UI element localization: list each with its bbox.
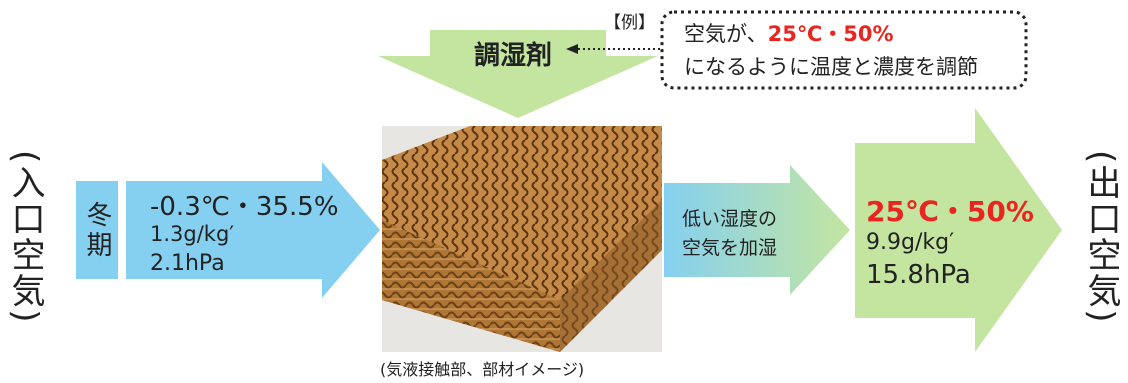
inlet-vapor-pressure: 2.1hPa <box>150 251 225 276</box>
example-line1-emphasis: 25℃・50% <box>767 22 894 46</box>
outlet-arrow-shape <box>855 108 1062 352</box>
example-line1: 空気が、25℃・50% <box>684 18 894 48</box>
outlet-label: (出口空気) <box>1081 150 1121 325</box>
connector-arrowhead <box>566 44 578 54</box>
outlet-absolute-humidity: 9.9g/kg′ <box>866 230 955 255</box>
winter-box: 冬期 <box>76 181 118 279</box>
outlet-vapor-pressure: 15.8hPa <box>866 260 971 290</box>
outlet-temp-humidity: 25℃・50% <box>866 195 1034 228</box>
inlet-label: (入口空気) <box>5 150 45 325</box>
example-line2: になるように温度と濃度を調節 <box>684 55 978 79</box>
process-arrow-shape <box>664 165 850 295</box>
process-line1: 低い湿度の <box>682 208 778 230</box>
inlet-temp-humidity: -0.3℃・35.5% <box>150 192 339 222</box>
agent-arrow-shape <box>378 30 658 118</box>
material-photo <box>382 126 662 352</box>
inlet-arrow-shape <box>126 162 380 298</box>
agent-label: 調湿剤 <box>474 41 553 71</box>
process-line2: 空気を加湿 <box>682 237 778 259</box>
example-tag: 【例】 <box>604 13 655 33</box>
photo-caption: (気液接触部、部材イメージ) <box>380 360 585 379</box>
inlet-absolute-humidity: 1.3g/kg′ <box>150 222 235 246</box>
example-line1-prefix: 空気が、 <box>684 22 768 46</box>
example-box <box>660 10 1028 90</box>
winter-label: 冬期 <box>82 201 112 261</box>
